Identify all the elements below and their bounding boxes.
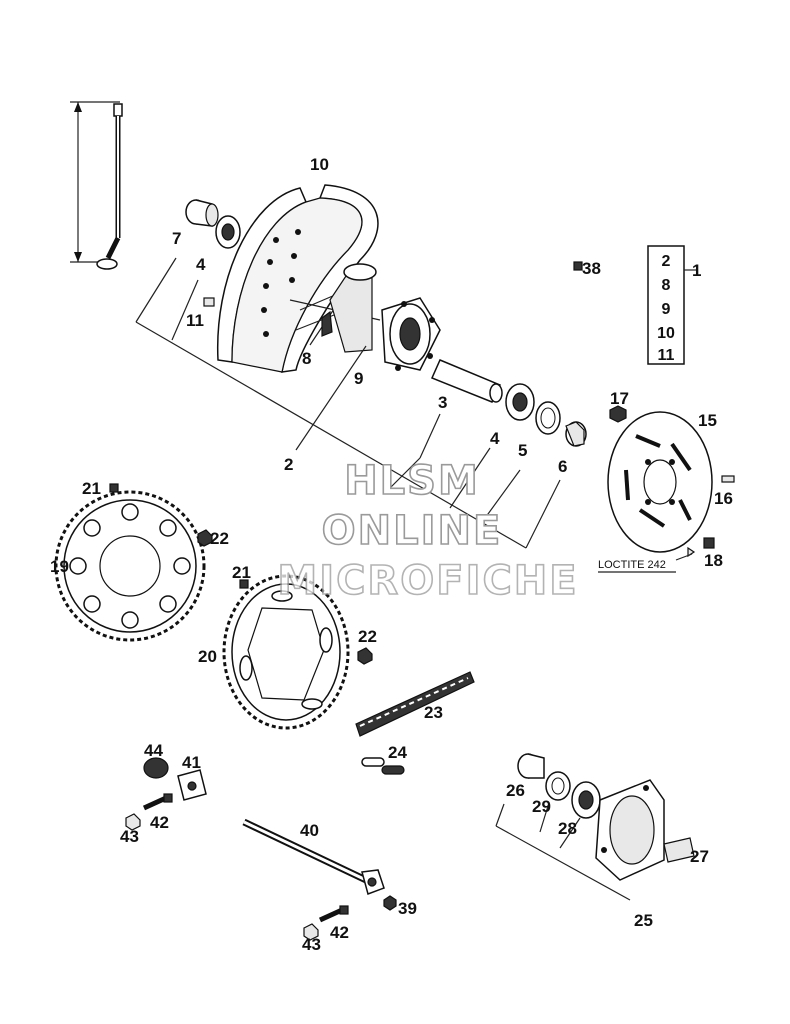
callout-20: 20 [198,647,217,666]
rim-lock-nut [573,261,583,271]
kit-item-2: 2 [662,253,671,270]
callout-40: 40 [300,821,319,840]
callout-4-upper: 4 [196,255,206,274]
callout-22-lower: 22 [358,627,377,646]
sprocket-carrier [595,779,665,881]
callout-25: 25 [634,911,653,930]
kit-item-9: 9 [662,301,671,318]
bearing-upper [215,215,241,249]
callout-43-upper: 43 [120,827,139,846]
chain-link [361,757,405,775]
sprocket-screw-lower [239,579,249,589]
callout-15: 15 [698,411,717,430]
callout-labels: 10 7 4 11 8 9 2 3 4 5 6 38 1 17 15 16 18… [50,155,733,954]
callout-28: 28 [558,819,577,838]
adjust-nut-lower [303,923,319,941]
rim [216,184,379,373]
callout-26: 26 [506,781,525,800]
callout-1: 1 [692,261,701,280]
callout-41: 41 [182,753,201,772]
watermark-line-1: HLSM [344,458,480,504]
callout-18: 18 [704,551,723,570]
carrier-seal [545,771,571,801]
chain [355,671,475,737]
callout-39: 39 [398,899,417,918]
callout-42-lower: 42 [330,923,349,942]
callout-19: 19 [50,557,69,576]
watermark-line-3: MICROFICHE [277,558,578,604]
bearing-lower [505,383,535,421]
adjust-bolt-lower [318,905,349,923]
callout-3: 3 [438,393,447,412]
damper-rubber [663,837,695,863]
callout-6: 6 [558,457,567,476]
sprocket-nut-lower [357,647,373,665]
callout-22-upper: 22 [210,529,229,548]
sprocket-small [222,574,350,730]
spoke [96,103,123,270]
callout-43-lower: 43 [302,935,321,954]
leader-lines-carrier [495,803,631,901]
wheel-axle [242,818,385,895]
watermark: HLSM ONLINE MICROFICHE [277,457,578,605]
callout-38: 38 [582,259,601,278]
callout-8: 8 [302,349,311,368]
chain-adjuster [177,769,207,801]
callout-11: 11 [186,311,204,330]
shaft-seal [535,401,561,435]
callout-5: 5 [518,441,527,460]
spacer [565,421,587,447]
disc-screw [721,475,735,483]
callout-4-lower: 4 [490,429,500,448]
kit-box [647,245,696,365]
callout-21-lower: 21 [232,563,251,582]
callout-42-upper: 42 [150,813,169,832]
loctite-note: LOCTITE 242 [598,559,666,571]
sprocket-screw-upper [109,483,119,493]
callout-21-upper: 21 [82,479,101,498]
callout-44: 44 [144,741,163,760]
disc-nut [609,405,627,423]
carrier-bearing [571,781,601,819]
callout-27: 27 [690,847,709,866]
kit-box-numbers: 2 8 9 10 11 [657,253,675,364]
rear-hub [289,263,441,371]
callout-29: 29 [532,797,551,816]
sprocket-nut-upper [197,529,213,547]
callout-9: 9 [354,369,363,388]
spacer-bushing [185,199,219,227]
valve-pin [203,297,215,307]
distance-tube [430,359,503,403]
sprocket-large [54,490,206,642]
kit-item-10: 10 [657,325,675,342]
kit-item-11: 11 [658,347,675,364]
kit-item-8: 8 [662,277,671,294]
adjust-nut-upper [125,813,141,831]
axle-nut [383,895,397,911]
chain-adjuster-block [143,757,169,779]
callout-23: 23 [424,703,443,722]
spoke-dimension [70,101,120,263]
adjust-bolt-upper [142,793,173,811]
callout-2: 2 [284,455,293,474]
watermark-line-2: ONLINE [322,508,503,554]
callout-16: 16 [714,489,733,508]
callout-7: 7 [172,229,181,248]
leader-lines-hub [135,257,561,549]
brake-disc [607,411,713,553]
callout-24: 24 [388,743,407,762]
callout-17: 17 [610,389,629,408]
callout-10: 10 [310,155,329,174]
carrier-bushing [517,753,545,779]
